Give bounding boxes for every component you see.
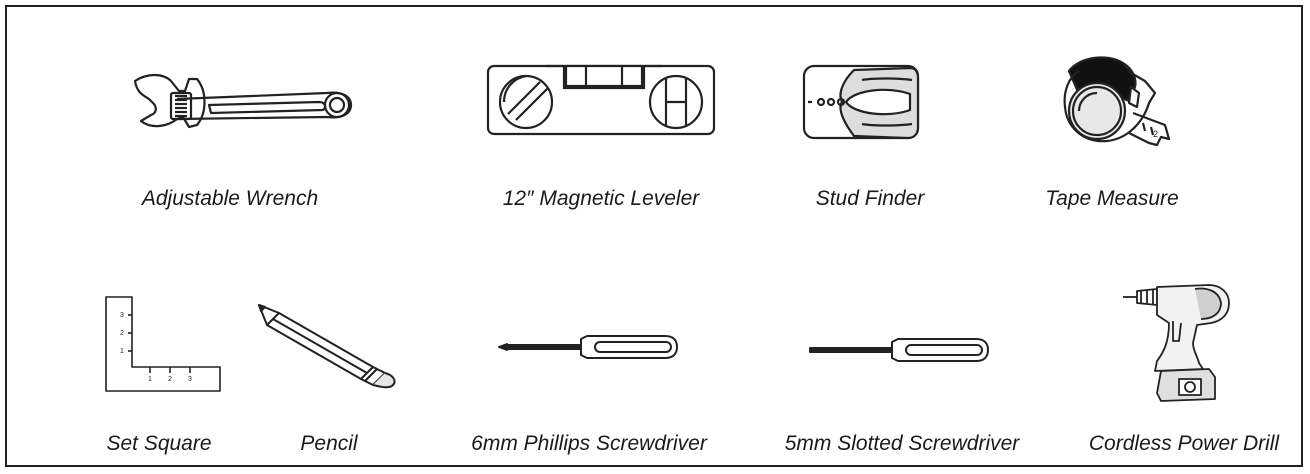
cordless-drill-icon xyxy=(1123,284,1230,402)
stud-finder-icon xyxy=(802,64,920,140)
pencil-icon xyxy=(258,304,396,389)
svg-text:2: 2 xyxy=(1153,129,1158,139)
tool-label-tape-measure: Tape Measure xyxy=(1045,187,1179,210)
scale-mark: 1 xyxy=(120,348,124,355)
scale-mark: 3 xyxy=(120,312,124,319)
scale-mark: 1 xyxy=(148,376,152,383)
spirit-level-icon xyxy=(486,64,716,136)
tool-label-phillips-screwdriver: 6mm Phillips Screwdriver xyxy=(471,432,707,455)
tools-panel: Adjustable Wrench 12″ Magnetic Leveler xyxy=(5,5,1303,467)
tool-label-pencil: Pencil xyxy=(300,432,358,455)
scale-mark: 2 xyxy=(120,330,124,337)
tape-measure-icon: 2 xyxy=(1063,56,1171,147)
adjustable-wrench-icon xyxy=(133,73,353,129)
set-square-icon: 3 2 1 1 2 3 xyxy=(105,296,221,392)
phillips-screwdriver-icon xyxy=(498,335,678,359)
slotted-screwdriver-icon xyxy=(809,338,989,362)
tool-label-power-drill: Cordless Power Drill xyxy=(1088,432,1280,455)
tool-label-set-square: Set Square xyxy=(106,432,212,455)
scale-mark: 2 xyxy=(168,376,172,383)
scale-mark: 3 xyxy=(188,376,192,383)
tool-label-magnetic-leveler: 12″ Magnetic Leveler xyxy=(502,187,700,210)
tool-label-slotted-screwdriver: 5mm Slotted Screwdriver xyxy=(784,432,1020,455)
tool-label-stud-finder: Stud Finder xyxy=(815,187,925,210)
tool-label-adjustable-wrench: Adjustable Wrench xyxy=(141,187,319,210)
